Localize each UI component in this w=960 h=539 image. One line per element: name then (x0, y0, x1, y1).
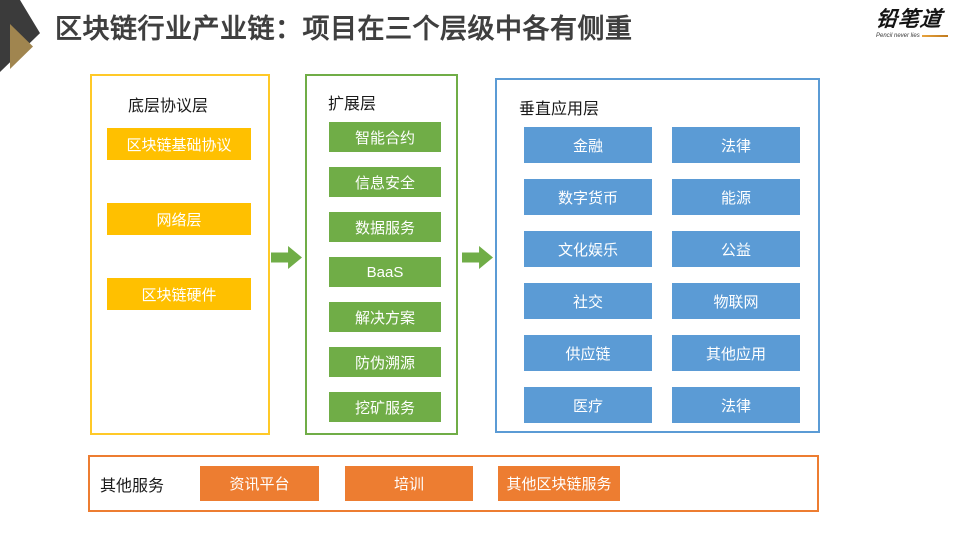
extension-layer-box: 扩展层 智能合约 信息安全 数据服务 BaaS 解决方案 防伪溯源 挖矿服务 (305, 74, 458, 435)
vert-item-public-welfare: 公益 (672, 231, 800, 267)
base-protocol-layer-box: 底层协议层 区块链基础协议 网络层 区块链硬件 (90, 74, 270, 435)
vertical-application-layer-box: 垂直应用层 金融 数字货币 文化娱乐 社交 供应链 医疗 法律 能源 公益 物联… (495, 78, 820, 433)
vert-item-finance: 金融 (524, 127, 652, 163)
vert-item-social: 社交 (524, 283, 652, 319)
vertical-items-left: 金融 数字货币 文化娱乐 社交 供应链 医疗 (524, 127, 652, 423)
page-title: 区块链行业产业链：项目在三个层级中各有侧重 (55, 14, 633, 44)
base-item-hardware: 区块链硬件 (107, 278, 251, 310)
vert-item-other-apps: 其他应用 (672, 335, 800, 371)
vert-item-digital-currency: 数字货币 (524, 179, 652, 215)
vert-item-iot: 物联网 (672, 283, 800, 319)
vert-item-medical: 医疗 (524, 387, 652, 423)
extension-layer-label: 扩展层 (328, 96, 377, 113)
ext-item-info-security: 信息安全 (329, 167, 441, 197)
base-protocol-items: 区块链基础协议 网络层 区块链硬件 (107, 128, 251, 310)
other-services-box: 其他服务 资讯平台 培训 其他区块链服务 (88, 455, 819, 512)
ext-item-mining-service: 挖矿服务 (329, 392, 441, 422)
other-item-other-blockchain-services: 其他区块链服务 (498, 466, 620, 501)
logo-underline (921, 35, 948, 37)
vert-item-culture-entertainment: 文化娱乐 (524, 231, 652, 267)
vert-item-energy: 能源 (672, 179, 800, 215)
flow-arrow-icon (462, 246, 493, 269)
pencil-news-logo: 铅笔道 Pencil never lies (874, 8, 948, 39)
vert-item-supply-chain: 供应链 (524, 335, 652, 371)
base-item-network: 网络层 (107, 203, 251, 235)
flow-arrow-icon (271, 246, 302, 269)
vertical-items-right: 法律 能源 公益 物联网 其他应用 法律 (672, 127, 800, 423)
logo-wordmark: 铅笔道 (874, 8, 944, 31)
vert-item-law-1: 法律 (672, 127, 800, 163)
other-services-label: 其他服务 (100, 477, 165, 495)
extension-items: 智能合约 信息安全 数据服务 BaaS 解决方案 防伪溯源 挖矿服务 (329, 122, 441, 422)
ext-item-solution: 解决方案 (329, 302, 441, 332)
ext-item-data-service: 数据服务 (329, 212, 441, 242)
vert-item-law-2: 法律 (672, 387, 800, 423)
ext-item-anti-counterfeit: 防伪溯源 (329, 347, 441, 377)
logo-tagline: Pencil never lies (876, 33, 920, 39)
base-protocol-layer-label: 底层协议层 (128, 98, 209, 115)
ext-item-baas: BaaS (329, 257, 441, 287)
ext-item-smart-contract: 智能合约 (329, 122, 441, 152)
other-item-news-platform: 资讯平台 (200, 466, 319, 501)
other-item-training: 培训 (345, 466, 473, 501)
logo-tagline-row: Pencil never lies (876, 33, 948, 39)
base-item-protocol: 区块链基础协议 (107, 128, 251, 160)
vertical-application-layer-label: 垂直应用层 (519, 101, 600, 118)
